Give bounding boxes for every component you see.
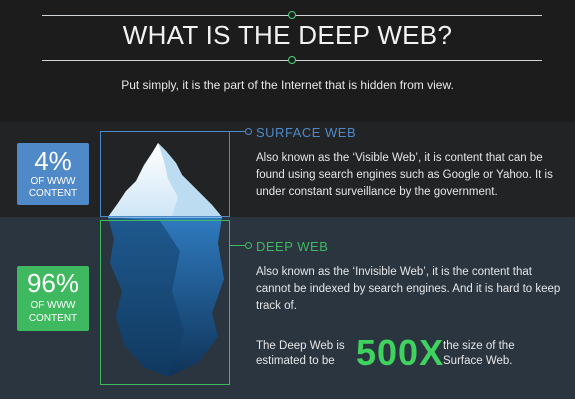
- surface-percent: 4%: [34, 146, 72, 176]
- iceberg-illustration: [108, 143, 224, 377]
- iceberg-underwater-shade: [108, 217, 184, 377]
- stat-suffix: the size of the Surface Web.: [443, 340, 515, 367]
- stat-prefix: The Deep Web is estimated to be: [256, 340, 345, 367]
- surface-label: SURFACE WEB: [256, 125, 357, 140]
- circle-node-icon: [245, 128, 252, 135]
- page-subtitle: Put simply, it is the part of the Intern…: [121, 78, 454, 92]
- deep-percent-line2: CONTENT: [28, 313, 78, 324]
- surface-percent-card: 4% OF WWW CONTENT: [17, 143, 89, 205]
- deep-percent-line1: OF WWW: [30, 300, 76, 311]
- deep-percent-card: 96% OF WWW CONTENT: [17, 266, 89, 331]
- title-rule-dot-bottom: [288, 56, 296, 64]
- title-rule-dot-top: [288, 11, 296, 19]
- deep-frame: [100, 220, 230, 385]
- deep-percent: 96%: [26, 268, 80, 298]
- stat-value: 500X: [356, 332, 445, 373]
- surface-percent-line1: OF WWW: [30, 176, 76, 187]
- deep-section: [0, 217, 575, 399]
- header-section: [0, 0, 575, 122]
- iceberg-tip-shade: [158, 143, 222, 217]
- bottom-margin: [0, 399, 575, 407]
- page-title: WHAT IS THE DEEP WEB?: [122, 20, 453, 50]
- circle-node-icon: [245, 242, 252, 249]
- surface-connector: [230, 131, 246, 132]
- surface-frame: [100, 131, 230, 217]
- surface-section: [0, 122, 575, 217]
- deep-label: DEEP WEB: [256, 239, 329, 254]
- surface-description: Also known as the ‘Visible Web’, it is c…: [256, 152, 553, 198]
- deep-connector: [230, 245, 246, 246]
- surface-percent-line2: CONTENT: [28, 188, 78, 199]
- deep-description: Also known as the ‘Invisible Web’, it is…: [256, 266, 561, 312]
